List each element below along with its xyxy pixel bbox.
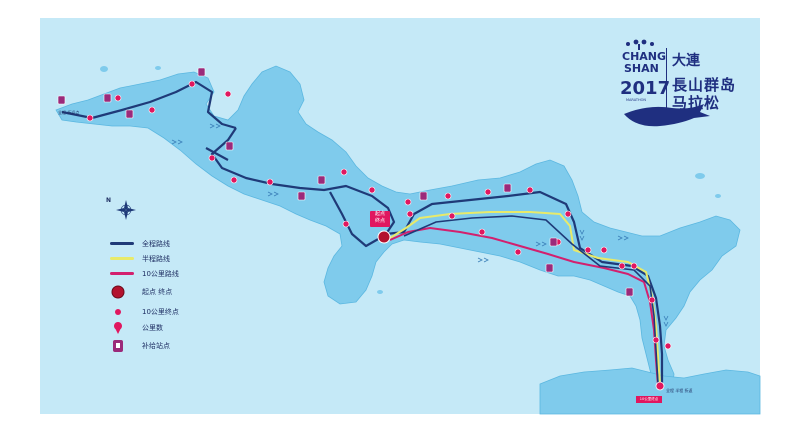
logo-divider [666, 48, 667, 110]
legend-label: 10公里路线 [142, 270, 179, 278]
event-logo: CHANG SHAN 2017 MARATHON 大連 長山群岛 马拉松 [618, 34, 758, 134]
whale-icon [624, 104, 710, 127]
start-finish-icon [110, 284, 138, 300]
supply-station-icon [125, 109, 134, 119]
far-west-turnaround-label: 全程 折返点 [58, 110, 80, 115]
start-finish-icon [377, 230, 391, 244]
southern-land [539, 367, 761, 415]
legend-half-route: 半程路线 [110, 251, 170, 267]
kilometer-marker-icon [340, 168, 348, 176]
legend-ten-k-finish: 10公里终点 [110, 304, 179, 320]
legend-ten-k-route: 10公里路线 [110, 266, 179, 282]
kilometer-marker-icon [584, 246, 592, 254]
supply-station-icon [57, 95, 66, 105]
turnaround-marker [655, 381, 665, 391]
ten-k-route-line [389, 227, 659, 387]
ten-k-finish-icon [110, 304, 138, 320]
supply-stations [57, 67, 634, 297]
supply-station-icon [110, 338, 138, 354]
kilometer-marker-icon [444, 192, 452, 200]
kilometer-marker-icon [342, 220, 350, 228]
logo-city: 大連 [672, 53, 700, 69]
kilometer-marker-icon [114, 94, 122, 102]
start-finish-label: 起点 终点 [370, 211, 390, 227]
legend-label: 半程路线 [142, 255, 170, 263]
kilometer-marker-icon [148, 106, 156, 114]
logo-subtitle: MARATHON [626, 98, 646, 102]
legend-label: 补给站点 [142, 342, 170, 350]
kilometer-marker-icon [368, 186, 376, 194]
kilometer-marker-icon [652, 336, 660, 344]
legend-kilometer: 公里数 [110, 320, 163, 336]
logo-line-1: CHANG [622, 50, 667, 63]
south-turnaround-label: 全程 半程 折返 [666, 388, 693, 393]
islet [695, 173, 705, 179]
kilometer-marker-icon [648, 296, 656, 304]
full-route-line [403, 215, 659, 385]
ten-k-route-swatch [110, 266, 138, 282]
kilometer-marker-icon [86, 114, 94, 122]
compass-north-label: N [106, 197, 112, 204]
kilometer-marker-icon [664, 342, 672, 350]
supply-station-icon [549, 237, 558, 247]
supply-station-icon [419, 191, 428, 201]
islet [100, 66, 108, 72]
supply-station-icon [317, 175, 326, 185]
kilometer-marker-icon [208, 154, 216, 162]
kilometer-marker-icon [484, 188, 492, 196]
legend-label: 公里数 [142, 324, 163, 332]
kilometer-marker-icon [188, 80, 196, 88]
kilometer-marker-icon [448, 212, 456, 220]
start-finish-text: 起点 终点 [374, 211, 385, 224]
logo-line-2: SHAN [624, 62, 659, 75]
supply-station-icon [545, 263, 554, 273]
islet [377, 290, 383, 294]
kilometer-marker-icon [618, 262, 626, 270]
south-tag-text: 10公里终点 [639, 397, 659, 401]
full-route-swatch [110, 236, 138, 252]
south-ten-k-finish-label: 10公里终点 [636, 396, 662, 403]
legend-full-route: 全程路线 [110, 236, 170, 252]
kilometer-marker-icon [564, 210, 572, 218]
kilometer-marker-icon [404, 198, 412, 206]
kilometer-markers [86, 80, 672, 350]
supply-station-icon [197, 67, 206, 77]
supply-station-icon [297, 191, 306, 201]
kilometer-marker-icon [600, 246, 608, 254]
islet [155, 66, 161, 70]
kilometer-marker-icon [230, 176, 238, 184]
kilometer-marker-icon [630, 262, 638, 270]
logo-title-2: 马拉松 [672, 94, 721, 112]
kilometer-marker-icon [266, 178, 274, 186]
kilometer-marker-icon [514, 248, 522, 256]
kilometer-marker-icon [406, 210, 414, 218]
supply-station-icon [225, 141, 234, 151]
kilometer-marker-icon [478, 228, 486, 236]
supply-station-icon [103, 93, 112, 103]
islet [715, 194, 721, 198]
kilometer-marker-icon [526, 186, 534, 194]
half-route-swatch [110, 251, 138, 267]
direction-arrows [171, 123, 669, 327]
legend-supply: 补给站点 [110, 338, 170, 354]
legend-label: 全程路线 [142, 240, 170, 248]
supply-station-icon [625, 287, 634, 297]
logo-title-1: 長山群岛 [672, 76, 737, 94]
full-route-line [61, 80, 664, 384]
compass-icon [116, 200, 136, 220]
fountain-icon [626, 39, 654, 50]
kilometer-marker-icon [224, 90, 232, 98]
logo-year: 2017 [620, 78, 671, 99]
kilometer-marker-icon [110, 320, 138, 336]
legend-label: 起点 终点 [142, 288, 173, 296]
legend-label: 10公里终点 [142, 308, 179, 316]
legend-start-finish: 起点 终点 [110, 284, 172, 300]
supply-station-icon [503, 183, 512, 193]
